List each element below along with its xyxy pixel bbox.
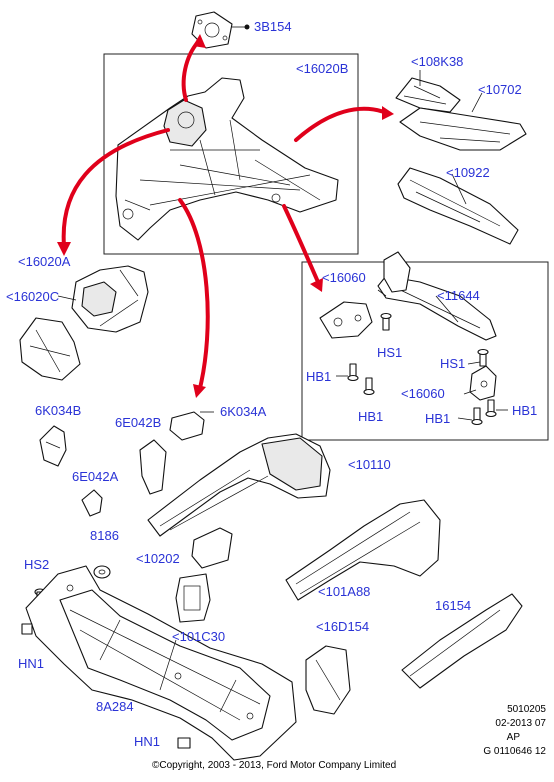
copyright-text: ©Copyright, 2003 - 2013, Ford Motor Comp…	[152, 760, 396, 771]
front-structure-assembly[interactable]	[115, 77, 339, 241]
label-101A88: <101A88	[318, 584, 370, 599]
label-16020C: <16020C	[6, 289, 59, 304]
inner-wheel-arch[interactable]	[147, 433, 331, 537]
rail-16154[interactable]	[401, 593, 523, 689]
crossmember-beam[interactable]	[377, 275, 497, 341]
apron-patch-10202[interactable]	[191, 527, 233, 569]
label-6K034B: 6K034B	[35, 403, 81, 418]
main-assembly-frame	[103, 53, 359, 255]
upper-rail-reinforcement[interactable]	[399, 107, 527, 151]
meta-code-3: AP	[507, 732, 521, 743]
label-hb1-right-low: HB1	[425, 411, 450, 426]
label-hb1-left: HB1	[306, 369, 331, 384]
bracket-6E042A[interactable]	[81, 489, 103, 517]
label-16020B: <16020B	[296, 61, 348, 76]
meta-code-2: 02-2013 07	[495, 718, 546, 729]
label-16D154: <16D154	[316, 619, 369, 634]
label-8186: 8186	[90, 528, 119, 543]
meta-code-4: G 0110646 12	[483, 746, 546, 757]
meta-code-1: 5010205	[507, 704, 546, 715]
label-16154: 16154	[435, 598, 471, 613]
side-rail-101A88[interactable]	[285, 499, 441, 601]
label-6E042B: 6E042B	[115, 415, 161, 430]
crossmember-frame	[301, 261, 549, 441]
upper-rail-bracket[interactable]	[395, 77, 461, 113]
nut-hn1[interactable]	[21, 623, 191, 749]
apron-panel-upper[interactable]	[71, 265, 149, 333]
bracket-6E042B[interactable]	[139, 439, 167, 495]
label-hn1-bottom: HN1	[134, 734, 160, 749]
red-arrows	[57, 34, 394, 398]
label-10922: <10922	[446, 165, 490, 180]
label-10202: <10202	[136, 551, 180, 566]
rail-extension[interactable]	[397, 167, 519, 245]
crossmember-reinforcement-left[interactable]	[383, 251, 411, 293]
label-16020A: <16020A	[18, 254, 71, 269]
document-meta: 5010205 02-2013 07 AP G 0110646 12 ©Copy…	[152, 704, 546, 771]
bolts[interactable]	[347, 312, 497, 426]
crossmember-bracket-left[interactable]	[319, 301, 373, 339]
bracket-6K034B[interactable]	[39, 425, 67, 467]
label-hn1-left: HN1	[18, 656, 44, 671]
radiator-support-8A284[interactable]	[25, 565, 297, 761]
part-labels: 3B154 <16020B <108K38 <10702 <10922 <160…	[6, 19, 537, 749]
label-10110: <10110	[348, 457, 391, 472]
label-10702: <10702	[478, 82, 522, 97]
label-3B154: 3B154	[254, 19, 292, 34]
crossmember-bracket-right[interactable]	[469, 365, 497, 401]
label-8A284: 8A284	[96, 699, 134, 714]
label-16060-top: <16060	[322, 270, 366, 285]
label-hs2: HS2	[24, 557, 49, 572]
bracket-6K034A[interactable]	[169, 411, 205, 441]
label-6K034A: 6K034A	[220, 404, 267, 419]
apron-panel-lower[interactable]	[19, 317, 81, 381]
label-16060-bottom: <16060	[401, 386, 445, 401]
label-101C30: <101C30	[172, 629, 225, 644]
bracket-16D154[interactable]	[305, 645, 351, 715]
bracket-101C30[interactable]	[175, 573, 211, 623]
label-108K38: <108K38	[411, 54, 463, 69]
label-11644: <11644	[437, 288, 480, 303]
label-hs1-right: HS1	[440, 356, 465, 371]
bushing-8186[interactable]	[93, 565, 111, 579]
label-hb1-center: HB1	[358, 409, 383, 424]
label-hs1-left: HS1	[377, 345, 402, 360]
label-6E042A: 6E042A	[72, 469, 119, 484]
label-hb1-right: HB1	[512, 403, 537, 418]
